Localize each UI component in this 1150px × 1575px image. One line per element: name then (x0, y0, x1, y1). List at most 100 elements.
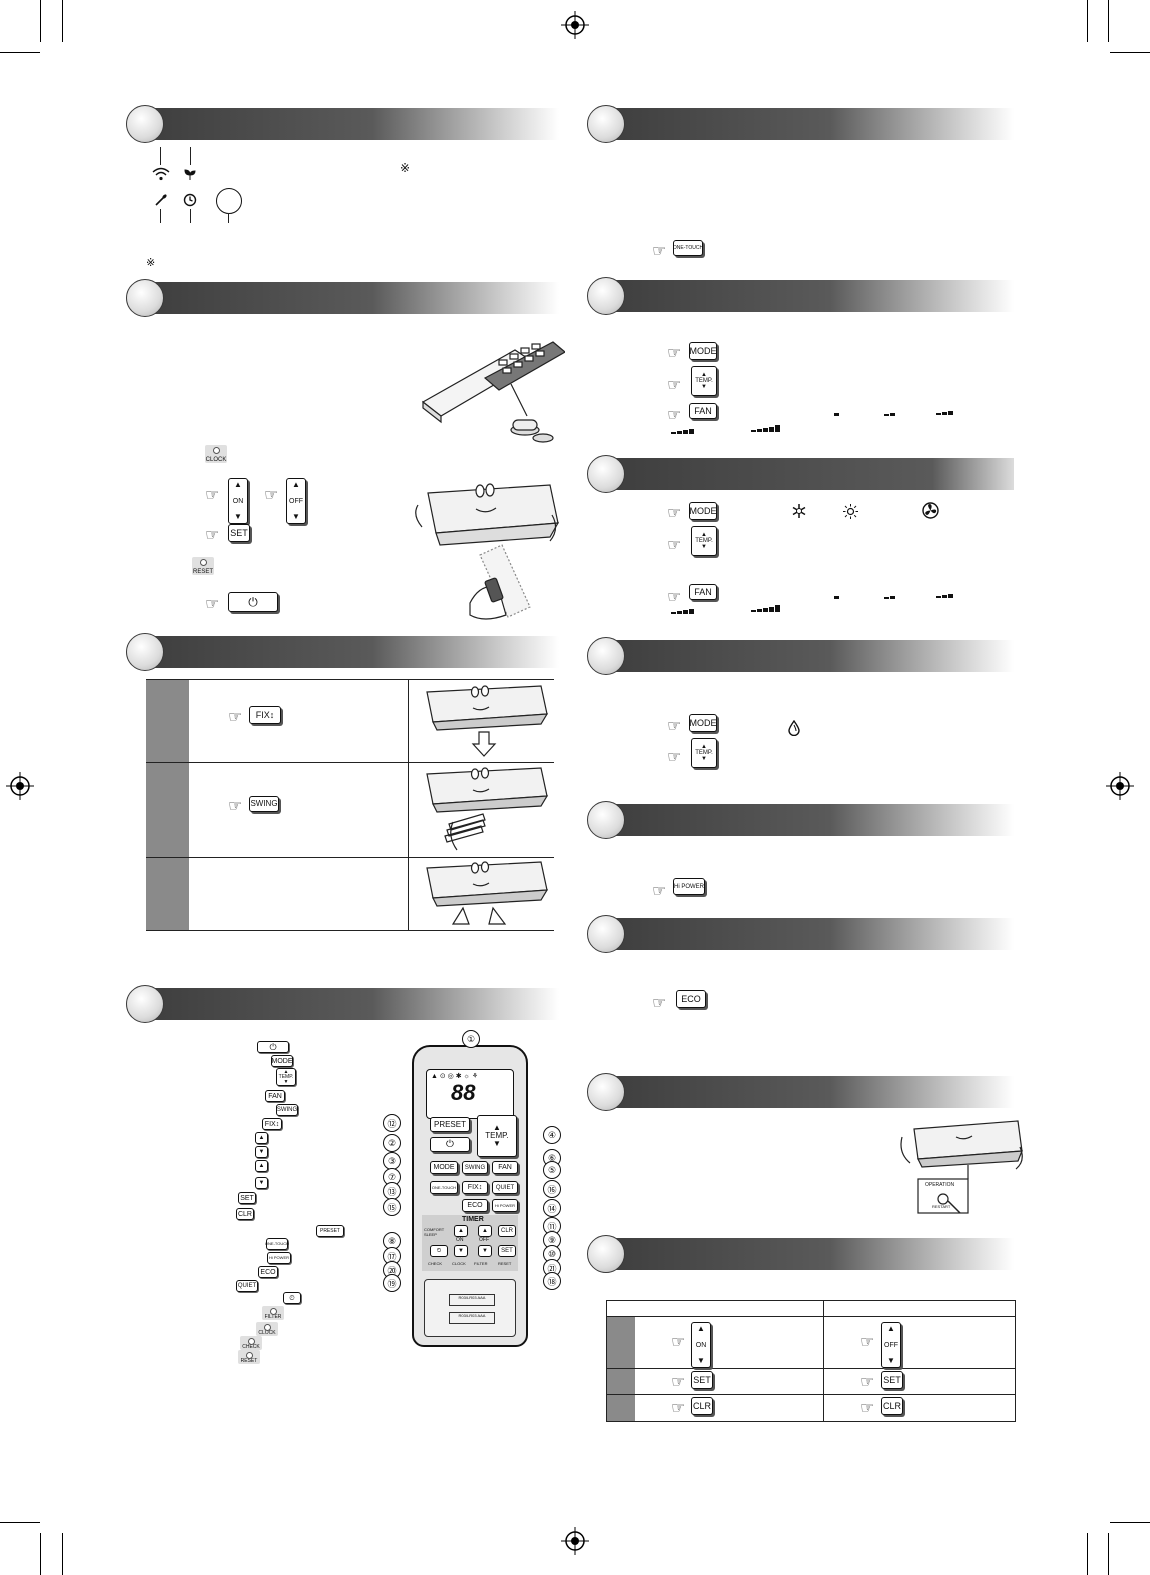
operation-label: OPERATION (925, 1182, 955, 1188)
section-header-dry (587, 637, 1014, 675)
remote-hi-power-key[interactable]: Hi POWER (492, 1199, 518, 1212)
list-filter-key: FILTER (262, 1306, 284, 1320)
timer-table-clr-key-off[interactable]: CLR (881, 1397, 903, 1415)
list-clock-key: CLOCK (256, 1322, 278, 1336)
remote-clr-key[interactable]: CLR (498, 1225, 516, 1237)
indoor-unit-restart-illustration (900, 1120, 1023, 1214)
section-header-louver (126, 633, 559, 671)
hand-pointer-icon: ☞ (667, 718, 682, 735)
hand-pointer-icon: ☞ (667, 749, 682, 766)
list-off-up-key: ▲ (255, 1160, 268, 1172)
dry-temp-key[interactable]: ▲TEMP.▼ (691, 738, 717, 768)
remote-battery-cover: R03/LR03 AAA R03/LR03 AAA (424, 1279, 516, 1337)
drop-icon (788, 720, 800, 736)
hand-pointer-icon: ☞ (264, 487, 279, 504)
fan-speed-level-4 (671, 428, 694, 434)
hi-power-key[interactable]: Hi POWER (673, 878, 705, 895)
remote-one-touch-key[interactable]: ONE-TOUCH (430, 1181, 458, 1194)
remote-fix-key[interactable]: FIX↕ (462, 1181, 488, 1194)
timer-table-on-key[interactable]: ▲ON▼ (691, 1322, 711, 1368)
callout-18: ⑱ (543, 1272, 561, 1290)
section-header-timer (587, 1235, 1014, 1273)
list-set-key: SET (238, 1192, 256, 1204)
fix-key[interactable]: FIX↕ (249, 706, 281, 724)
list-on-down-key: ▼ (255, 1146, 268, 1158)
hand-pointer-icon: ☞ (652, 883, 667, 900)
hand-pointer-icon: ☞ (205, 487, 220, 504)
hand-pointer-icon: ☞ (667, 407, 682, 424)
list-swing-key: SWING (276, 1104, 298, 1116)
remote-temp-key[interactable]: ▲TEMP.▼ (477, 1115, 517, 1157)
callout-12: ⑫ (383, 1114, 401, 1132)
timer-table-clr-key-on[interactable]: CLR (691, 1397, 713, 1415)
list-hi-power-key: Hi POWER (267, 1252, 291, 1264)
section-header-indicators (126, 105, 559, 143)
fan-speed-level-5 (751, 605, 780, 612)
remote-preset-key[interactable]: PRESET (430, 1117, 470, 1132)
cool-heat-fan-key[interactable]: FAN (689, 584, 717, 600)
hand-pointer-icon: ☞ (671, 1400, 686, 1417)
set-key[interactable]: SET (228, 524, 250, 542)
hand-pointer-icon: ☞ (228, 709, 243, 726)
list-one-touch-key: ONE-TOUCH (265, 1238, 289, 1250)
remote-on-up-key[interactable]: ▲ (454, 1225, 468, 1237)
operation-lamp (216, 188, 242, 214)
reset-key[interactable]: RESET (192, 557, 214, 575)
fan-icon (922, 502, 939, 519)
remote-fan-key[interactable]: FAN (492, 1161, 518, 1174)
list-off-down-key: ▼ (255, 1177, 268, 1189)
registration-mark-bottom (561, 1527, 589, 1555)
section-header-battery-clock (126, 279, 559, 317)
timer-table-set-key-on[interactable]: SET (691, 1371, 713, 1389)
hand-pointer-icon: ☞ (671, 1334, 686, 1351)
remote-off-down-key[interactable]: ▼ (478, 1245, 492, 1257)
remote-set-key[interactable]: SET (498, 1245, 516, 1257)
fan-speed-level-2 (884, 593, 895, 599)
hand-pointer-icon: ☞ (652, 995, 667, 1012)
power-key[interactable]: ⏻ (228, 592, 278, 612)
remote-quiet-key[interactable]: QUIET (492, 1181, 518, 1194)
auto-mode-key[interactable]: MODE (689, 342, 717, 360)
list-quiet-key: QUIET (236, 1280, 258, 1292)
section-header-hi-power (587, 801, 1014, 839)
callout-4: ④ (543, 1126, 561, 1144)
callout-14: ⑭ (543, 1199, 561, 1217)
wifi-icon (152, 167, 170, 181)
list-on-up-key: ▲ (255, 1132, 268, 1144)
list-fix-key: FIX↕ (262, 1118, 282, 1130)
remote-eco-key[interactable]: ECO (462, 1199, 488, 1212)
remote-battery-illustration (421, 341, 565, 443)
swing-key[interactable]: SWING (249, 796, 279, 812)
timer-off-key[interactable]: ▲OFF▼ (286, 478, 306, 524)
remote-comfort-sleep-key[interactable]: ⏲ (430, 1245, 448, 1257)
fan-speed-level-1 (834, 410, 839, 416)
timer-table-set-key-off[interactable]: SET (881, 1371, 903, 1389)
cool-heat-temp-key[interactable]: ▲TEMP.▼ (691, 526, 717, 556)
timer-table-off-key[interactable]: ▲OFF▼ (881, 1322, 901, 1368)
remote-mode-key[interactable]: MODE (430, 1161, 458, 1174)
one-touch-key[interactable]: ONE-TOUCH (673, 240, 703, 256)
fan-speed-level-4 (671, 608, 694, 614)
dry-mode-key[interactable]: MODE (689, 714, 717, 732)
snowflake-icon (792, 504, 806, 518)
hand-pointer-icon: ☞ (860, 1374, 875, 1391)
hand-pointer-icon: ☞ (667, 345, 682, 362)
remote-display: 88 ▲ ⊙ ◎ ✱ ☼ ⚘ (426, 1069, 514, 1119)
list-power-key: ⏻ (257, 1041, 289, 1053)
clock-key[interactable]: CLOCK (205, 445, 227, 463)
auto-temp-key[interactable]: ▲TEMP.▼ (691, 366, 717, 396)
remote-power-key[interactable]: ⏻ (430, 1137, 470, 1152)
remote-on-down-key[interactable]: ▼ (454, 1245, 468, 1257)
sun-icon (843, 504, 858, 519)
timer-on-key[interactable]: ▲ON▼ (228, 478, 248, 524)
remote-off-up-key[interactable]: ▲ (478, 1225, 492, 1237)
list-reset-key: RESET (238, 1350, 260, 1364)
auto-fan-key[interactable]: FAN (689, 403, 717, 419)
reference-mark: ※ (400, 161, 411, 175)
list-fan-key: FAN (265, 1090, 285, 1102)
cool-heat-mode-key[interactable]: MODE (689, 502, 717, 520)
eco-key[interactable]: ECO (676, 990, 706, 1008)
registration-mark-top (561, 11, 589, 39)
hand-pointer-icon: ☞ (667, 589, 682, 606)
remote-swing-key[interactable]: SWING (462, 1161, 488, 1174)
